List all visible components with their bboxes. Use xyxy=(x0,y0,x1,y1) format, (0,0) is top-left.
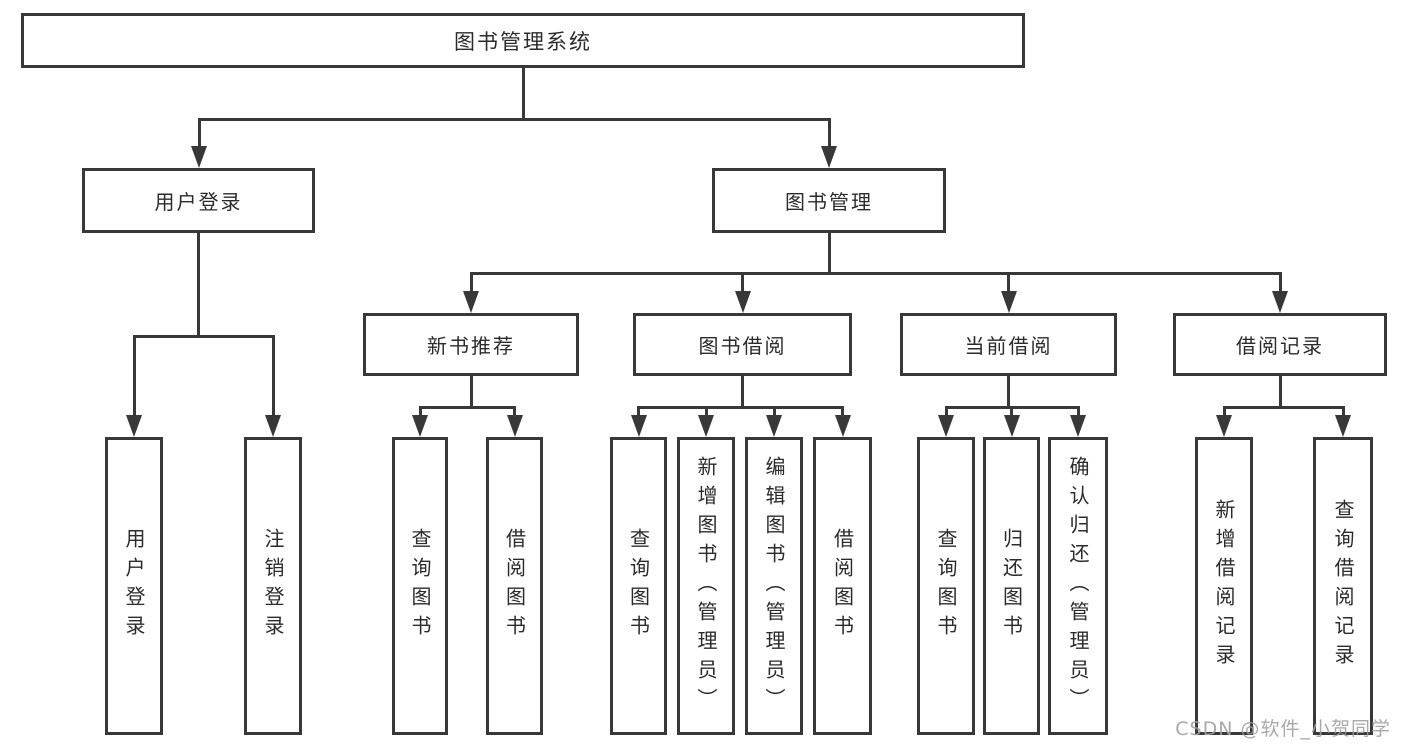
node-book-mgmt-label: 图书管理 xyxy=(785,190,873,214)
leaf-bb-edit-book: 编辑图书（管理员） xyxy=(745,437,803,735)
arrowhead-br-query xyxy=(1335,415,1351,437)
leaf-bb-query-book-label: 查询图书 xyxy=(626,528,651,644)
node-borrow-records: 借阅记录 xyxy=(1173,313,1387,376)
leaf-cb-confirm-return-label: 确认归还（管理员） xyxy=(1066,455,1090,717)
node-root-label: 图书管理系统 xyxy=(454,29,592,54)
arrowhead-book-borrow xyxy=(734,291,751,313)
arrowhead-br-add xyxy=(1216,415,1232,437)
leaf-br-query-record-label: 查询借阅记录 xyxy=(1331,499,1355,673)
leaf-br-query-record: 查询借阅记录 xyxy=(1313,437,1373,735)
arrowhead-book-mgmt xyxy=(821,146,837,168)
connector-drop-br-query xyxy=(1341,406,1345,418)
leaf-rec-query-book-label: 查询图书 xyxy=(408,528,432,644)
leaf-user-login-label: 用户登录 xyxy=(122,528,146,644)
arrowhead-bb-edit xyxy=(766,415,782,437)
connector-new-book-rec-rail xyxy=(418,406,516,409)
node-root: 图书管理系统 xyxy=(21,13,1025,68)
connector-drop-cb-confirm xyxy=(1076,406,1080,418)
node-new-book-rec-label: 新书推荐 xyxy=(427,334,515,358)
connector-drop-book-borrow xyxy=(741,272,744,296)
connector-drop-new-book-rec xyxy=(469,272,473,296)
connector-current-borrow-stem xyxy=(1007,376,1010,406)
node-book-borrow: 图书借阅 xyxy=(633,313,852,376)
connector-book-borrow-rail xyxy=(637,406,844,409)
arrowhead-bb-query xyxy=(630,415,647,437)
node-current-borrow-label: 当前借阅 xyxy=(964,334,1053,358)
connector-drop-cb-return xyxy=(1010,406,1013,418)
node-book-mgmt: 图书管理 xyxy=(712,168,946,233)
leaf-bb-add-book: 新增图书（管理员） xyxy=(677,437,735,735)
arrowhead-cb-query xyxy=(938,415,954,437)
arrowhead-user-login xyxy=(191,146,207,168)
connector-borrow-records-stem xyxy=(1278,376,1282,406)
node-user-login: 用户登录 xyxy=(82,168,315,233)
connector-drop-user-login xyxy=(197,118,201,150)
arrowhead-rec-borrow xyxy=(506,415,523,437)
connector-drop-leaf-user-login xyxy=(132,335,136,419)
arrowhead-current-borrow xyxy=(1000,291,1017,313)
connector-drop-rec-query xyxy=(418,406,422,418)
leaf-cb-confirm-return: 确认归还（管理员） xyxy=(1048,437,1108,735)
leaf-br-add-record-label: 新增借阅记录 xyxy=(1212,499,1236,673)
node-current-borrow: 当前借阅 xyxy=(900,313,1117,376)
connector-drop-bb-add xyxy=(704,406,708,418)
leaf-cb-query-book: 查询图书 xyxy=(917,437,975,735)
arrowhead-cb-return xyxy=(1003,415,1020,437)
connector-user-login-stem xyxy=(197,233,200,335)
arrowhead-borrow-records xyxy=(1272,291,1288,313)
node-book-borrow-label: 图书借阅 xyxy=(698,334,787,358)
connector-drop-borrow-records xyxy=(1278,272,1282,296)
csdn-watermark: CSDN @软件_小贺同学 xyxy=(1175,718,1391,740)
leaf-bb-borrow-book-label: 借阅图书 xyxy=(830,528,855,644)
connector-root-stem xyxy=(521,68,525,118)
connector-drop-book-mgmt xyxy=(827,118,831,150)
leaf-cb-query-book-label: 查询图书 xyxy=(934,528,958,644)
leaf-bb-edit-book-label: 编辑图书（管理员） xyxy=(762,455,786,717)
leaf-bb-borrow-book: 借阅图书 xyxy=(813,437,872,735)
node-user-login-label: 用户登录 xyxy=(154,190,243,214)
connector-drop-cb-query xyxy=(944,406,948,418)
leaf-logout: 注销登录 xyxy=(244,437,302,735)
leaf-rec-query-book: 查询图书 xyxy=(392,437,448,735)
node-borrow-records-label: 借阅记录 xyxy=(1236,334,1324,358)
leaf-br-add-record: 新增借阅记录 xyxy=(1195,437,1253,735)
connector-drop-current-borrow xyxy=(1007,272,1010,296)
leaf-logout-label: 注销登录 xyxy=(261,528,285,644)
leaf-rec-borrow-book-label: 借阅图书 xyxy=(502,528,527,644)
leaf-user-login: 用户登录 xyxy=(105,437,163,735)
arrowhead-cb-confirm xyxy=(1070,415,1086,437)
leaf-cb-return-book-label: 归还图书 xyxy=(999,528,1024,644)
leaf-bb-add-book-label: 新增图书（管理员） xyxy=(694,455,718,717)
connector-book-mgmt-stem xyxy=(827,233,831,272)
connector-new-book-rec-stem xyxy=(469,376,473,406)
connector-drop-rec-borrow xyxy=(513,406,516,418)
node-new-book-rec: 新书推荐 xyxy=(363,313,579,376)
connector-drop-bb-borrow xyxy=(841,406,844,418)
connector-root-rail xyxy=(197,118,831,121)
leaf-rec-borrow-book: 借阅图书 xyxy=(486,437,543,735)
connector-drop-leaf-logout xyxy=(271,335,275,419)
arrowhead-leaf-logout xyxy=(265,415,281,437)
connector-drop-br-add xyxy=(1222,406,1226,418)
arrowhead-rec-query xyxy=(412,415,428,437)
connector-drop-bb-query xyxy=(637,406,640,418)
leaf-bb-query-book: 查询图书 xyxy=(610,437,667,735)
connector-book-mgmt-rail xyxy=(469,272,1282,275)
arrowhead-leaf-user-login xyxy=(126,415,142,437)
connector-drop-bb-edit xyxy=(772,406,776,418)
connector-book-borrow-stem xyxy=(741,376,744,406)
connector-borrow-records-rail xyxy=(1222,406,1344,409)
arrowhead-bb-add xyxy=(698,415,714,437)
leaf-cb-return-book: 归还图书 xyxy=(983,437,1040,735)
connector-user-login-rail xyxy=(132,335,275,338)
arrowhead-new-book-rec xyxy=(463,291,479,313)
arrowhead-bb-borrow xyxy=(834,415,851,437)
